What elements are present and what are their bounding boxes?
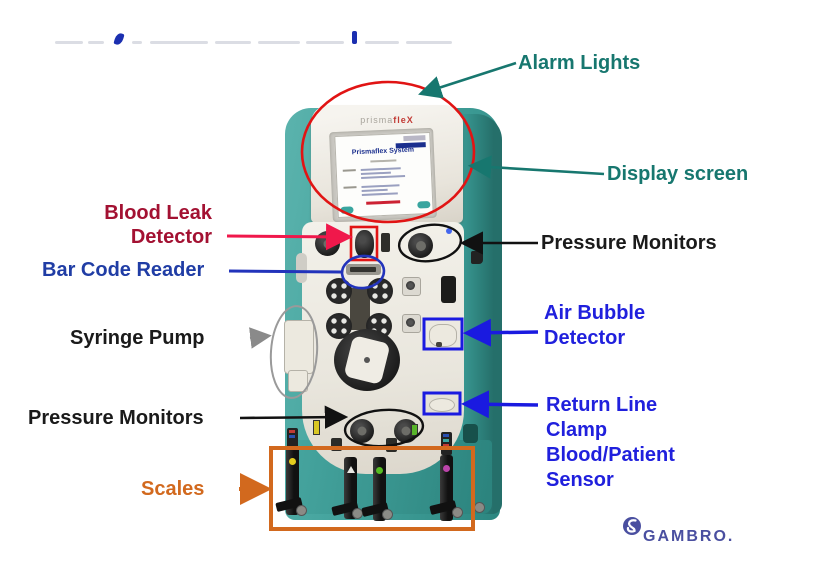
label-pressure-monitors-right: Pressure Monitors: [541, 232, 717, 254]
scale-mount-clip: [331, 438, 342, 451]
title-fragment: [55, 41, 83, 44]
title-fragment: [150, 41, 208, 44]
alarm-lights-arrow: [418, 61, 517, 99]
display-screen-bezel: Prismaflex System: [329, 127, 437, 223]
scale-top-stack: [287, 428, 298, 448]
screen-soft-button-left: [340, 206, 354, 214]
syringe-pump-arrow: [249, 327, 272, 349]
screen-text-line: [361, 192, 398, 196]
label-pressure-monitors-left: Pressure Monitors: [28, 407, 204, 429]
screen-text-line: [361, 188, 388, 192]
title-fragment: [306, 41, 344, 44]
scale-top-stack: [441, 432, 452, 455]
pressure-monitor-knob-top: [408, 233, 433, 258]
label-bar-code-reader: Bar Code Reader: [42, 259, 205, 281]
scale-dot-magenta: [443, 465, 450, 472]
screen-text-line: [361, 175, 406, 179]
pump-rotor: [367, 278, 393, 304]
title-fragment: [88, 41, 104, 44]
bar-code-reader-device: [346, 264, 381, 275]
label-return-line-line2: Clamp: [546, 419, 608, 441]
indicator-strip-green: [411, 424, 418, 436]
sensor-port: [402, 277, 421, 296]
indicator-dot-blue: [446, 228, 452, 234]
syringe-pump-device: [284, 320, 314, 374]
screen-warning-line: [366, 200, 401, 205]
air-bubble-detector-device: [429, 324, 457, 347]
title-fragment: [406, 41, 452, 44]
pump-axle: [364, 357, 370, 363]
title-fragment-blue: [352, 31, 357, 44]
screen-text-line: [360, 167, 401, 171]
label-blood-leak-detector: Blood Leak Detector: [62, 201, 212, 249]
scale-dot-yellow: [289, 458, 296, 465]
label-display-screen: Display screen: [607, 163, 749, 185]
screen-title: Prismaflex System: [351, 146, 415, 157]
blood-leak-detector-device: [355, 230, 374, 258]
caster-wheel: [296, 505, 307, 516]
label-air-bubble-line1: Air Bubble: [544, 302, 646, 324]
screen-field-label: [342, 169, 356, 172]
title-fragment-blue: [113, 32, 125, 46]
gambro-logo-text: GAMBRO.: [643, 528, 735, 545]
syringe-pump-clamp: [288, 370, 308, 392]
screen-text-line: [360, 171, 391, 175]
pump-rotor: [326, 278, 352, 304]
port-slot: [381, 233, 390, 252]
scale-dot-green: [376, 467, 383, 474]
side-vent: [463, 424, 478, 443]
bar-code-slot: [350, 267, 376, 272]
screen-soft-button-right: [417, 200, 431, 209]
brand-text: prismafleX: [311, 115, 463, 125]
indicator-strip-yellow: [313, 420, 320, 435]
title-fragment: [258, 41, 300, 44]
brand-suffix: fleX: [393, 115, 414, 125]
caster-wheel: [382, 509, 393, 520]
label-syringe-pump: Syringe Pump: [70, 327, 205, 349]
return-line-clamp-device: [429, 398, 455, 412]
screen-statusbar: [403, 135, 426, 142]
side-button: [296, 253, 307, 283]
display-screen: Prismaflex System: [334, 131, 434, 219]
gambro-logo: GAMBRO.: [622, 516, 772, 556]
scale-dot-white-triangle: [347, 466, 355, 473]
sensor-port: [402, 314, 421, 333]
screen-field-label: [343, 186, 357, 189]
caster-wheel: [452, 507, 463, 518]
label-blood-leak-line1: Blood Leak: [104, 202, 212, 224]
label-air-bubble-detector: Air Bubble Detector: [544, 301, 645, 351]
label-return-line-line4: Sensor: [546, 469, 614, 491]
title-fragment: [365, 41, 399, 44]
scale-mount-clip: [386, 438, 397, 452]
label-return-line-line1: Return Line: [546, 394, 658, 416]
cartridge: [350, 288, 370, 330]
label-alarm-lights: Alarm Lights: [518, 52, 641, 74]
label-return-line-line3: Blood/Patient: [546, 444, 675, 466]
pressure-port-knob: [315, 231, 340, 256]
gambro-swirl-icon: [623, 517, 641, 535]
title-fragment: [132, 41, 142, 44]
label-blood-leak-line2: Detector: [130, 226, 212, 248]
air-bubble-detector-clip: [436, 342, 442, 347]
brand-prefix: prisma: [360, 115, 394, 125]
main-pump-wheel: [334, 329, 400, 391]
side-hook: [471, 251, 483, 264]
caster-wheel: [474, 502, 485, 513]
screen-text-line: [361, 184, 400, 188]
label-scales: Scales: [141, 478, 205, 500]
title-fragment: [215, 41, 251, 44]
pressure-monitor-knob-bottom-left: [350, 419, 374, 443]
label-air-bubble-line2: Detector: [544, 327, 626, 349]
side-bracket: [441, 276, 456, 303]
screen-subtitle-line: [370, 159, 397, 163]
label-return-line-clamp: Return Line Clamp Blood/Patient Sensor: [546, 393, 675, 493]
